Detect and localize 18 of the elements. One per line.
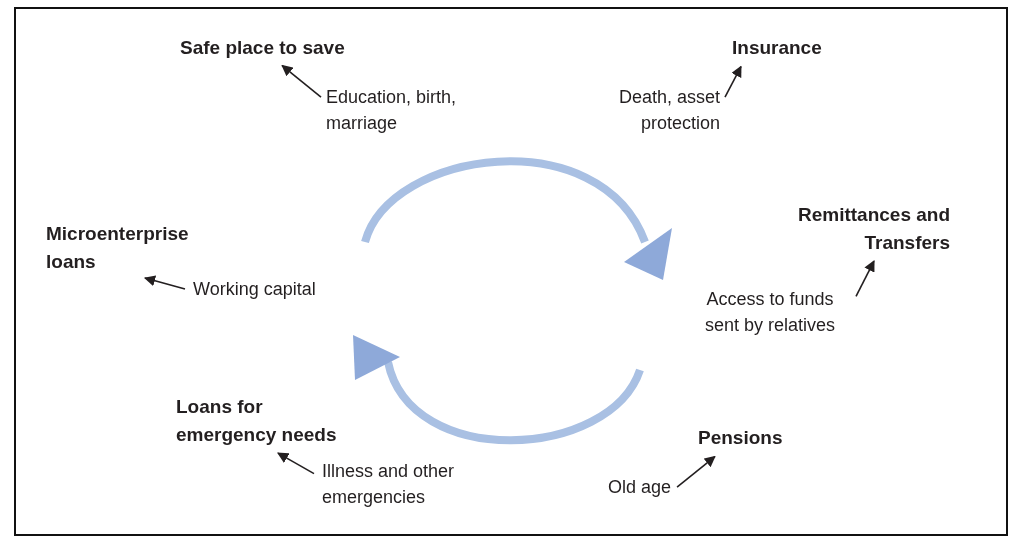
heading: Loans for emergency needs xyxy=(176,393,346,449)
arrow xyxy=(724,65,742,98)
heading: Pensions xyxy=(698,424,783,452)
description: Illness and other emergencies xyxy=(322,458,492,511)
heading: Insurance xyxy=(732,34,822,62)
arrow xyxy=(676,455,716,488)
arrow xyxy=(855,260,875,298)
heading: Safe place to save xyxy=(180,34,345,62)
description: Education, birth, marriage xyxy=(326,84,501,137)
arrow xyxy=(281,64,322,98)
description: Death, asset protection xyxy=(595,84,720,137)
heading: Microenterprise loans xyxy=(46,220,226,276)
description: Access to funds sent by relatives xyxy=(690,286,850,339)
arrow xyxy=(277,452,315,475)
description: Working capital xyxy=(193,276,316,303)
description: Old age xyxy=(608,474,672,501)
heading: Remittances and Transfers xyxy=(760,201,950,257)
arrow xyxy=(143,275,186,290)
